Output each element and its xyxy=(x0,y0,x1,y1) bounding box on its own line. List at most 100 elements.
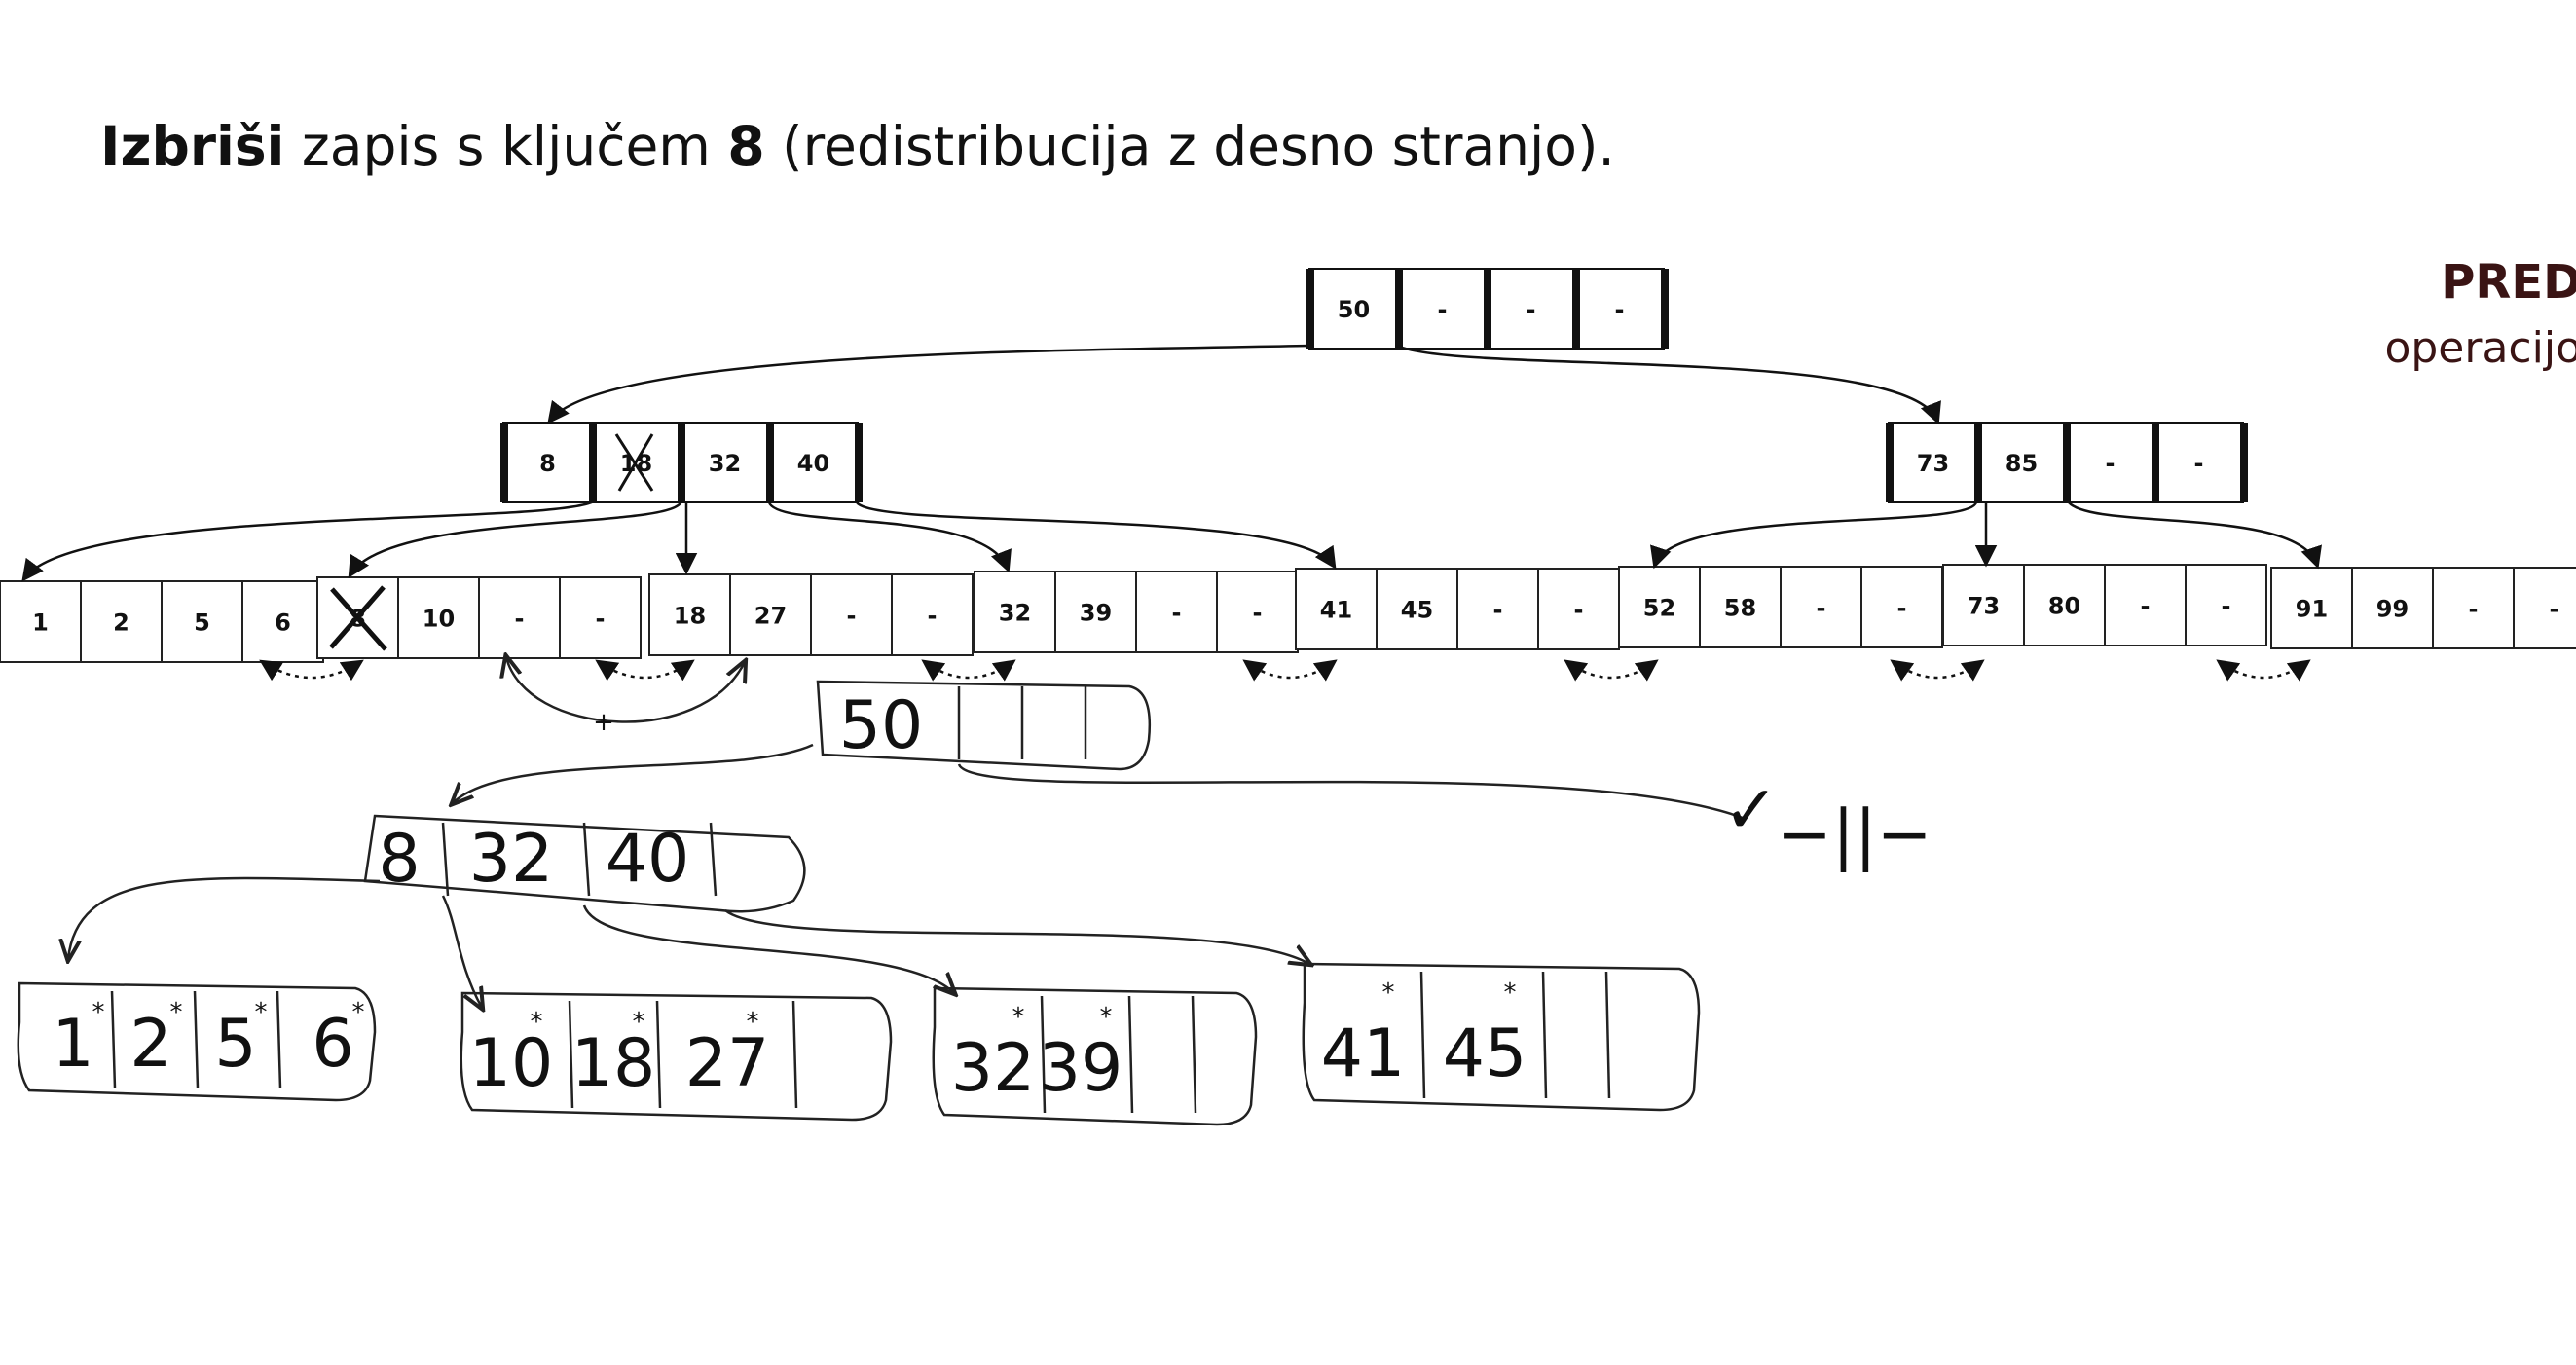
handwritten-leaf-node-2: 10*18*27* xyxy=(460,991,893,1122)
leaf-node-4-key: 39 xyxy=(1080,600,1112,627)
leaf-node-4-key: - xyxy=(1253,600,1263,627)
tree-pointer-arrow xyxy=(1650,501,1978,570)
internal-node-1-pointer-bar xyxy=(678,423,685,502)
record-pointer-star: * xyxy=(747,1008,759,1037)
internal-node-2-cell xyxy=(1976,422,2067,503)
internal-node-2-pointer-bar xyxy=(2240,423,2248,502)
root-node: 50 - - - xyxy=(1306,268,1669,350)
root-node-key: - xyxy=(1527,296,1536,323)
leaf-node-2-key: - xyxy=(515,606,525,633)
internal-node-2-pointer-bar xyxy=(2063,423,2071,502)
handwritten-divider xyxy=(1604,971,1611,1099)
handwritten-leaf-key: 1 xyxy=(52,1006,93,1083)
cross-out-mark xyxy=(329,585,387,651)
heading-verb: Izbriši xyxy=(100,115,285,177)
handwritten-leaf-outline xyxy=(932,986,1258,1126)
handwritten-leaf-key: 32 xyxy=(951,1030,1036,1107)
leaf-node-6-cell xyxy=(1860,566,1943,648)
redistribution-arc xyxy=(506,657,745,723)
root-node-pointer-bar xyxy=(1306,269,1314,349)
leaf-node-1-cell xyxy=(80,580,163,663)
leaf-node-8-key: 91 xyxy=(2296,596,2328,623)
record-pointer-star: * xyxy=(92,998,105,1027)
handwritten-divider xyxy=(791,1000,798,1109)
leaf-node-1-key: 1 xyxy=(32,609,49,637)
leaf-node-2-key: 10 xyxy=(423,606,455,633)
heading-key: 8 xyxy=(727,115,765,177)
sibling-link-arrow xyxy=(921,659,1016,682)
leaf-node-2-cell xyxy=(559,576,642,659)
handwritten-divider xyxy=(568,1000,574,1109)
handwritten-divider xyxy=(276,990,282,1089)
handwritten-root-outline xyxy=(816,680,1151,771)
handwritten-divider xyxy=(1541,971,1548,1099)
leaf-node-3-key: 18 xyxy=(674,603,706,630)
sibling-link-arrow xyxy=(595,659,695,682)
root-node-pointer-bar xyxy=(1572,269,1580,349)
internal-node-2-cell xyxy=(1888,422,1978,503)
leaf-node-3-cell xyxy=(729,573,812,656)
leaf-node-5-cell xyxy=(1295,568,1378,650)
root-node-key: 50 xyxy=(1338,296,1370,323)
handwritten-leaf-node-3: 32*39* xyxy=(932,986,1258,1126)
handwritten-divider xyxy=(441,822,450,897)
internal-node-1-pointer-bar xyxy=(500,423,508,502)
leaf-node-4-cell xyxy=(1216,571,1299,653)
leaf-node-8-key: - xyxy=(2550,596,2559,623)
handwritten-leaf-node-4: 41*45* xyxy=(1302,962,1701,1112)
internal-node-2-pointer-bar xyxy=(2152,423,2159,502)
internal-node-1-key: 40 xyxy=(797,450,829,477)
internal-node-1-key: 8 xyxy=(539,450,556,477)
leaf-node-2-cell xyxy=(397,576,480,659)
handwritten-divider xyxy=(1191,995,1197,1114)
internal-node-2-pointer-bar xyxy=(1886,423,1894,502)
sibling-link-arrow xyxy=(1242,659,1338,682)
cross-out-mark xyxy=(614,433,654,492)
leaf-node-8-key: - xyxy=(2469,596,2479,623)
leaf-node-4-cell xyxy=(1054,571,1137,653)
leaf-node-7-key: - xyxy=(2141,593,2151,620)
internal-node-2-pointer-bar xyxy=(1974,423,1982,502)
leaf-node-3-cell xyxy=(648,573,731,656)
internal-node-1-pointer-bar xyxy=(589,423,597,502)
leaf-node-6-key: - xyxy=(1817,595,1826,622)
handwritten-internal-key: 40 xyxy=(606,821,690,898)
leaf-node-7-cell xyxy=(2104,564,2187,646)
leaf-node-1-cell xyxy=(161,580,243,663)
task-heading: Izbriši zapis s ključem 8 (redistribucij… xyxy=(100,115,1615,177)
handwritten-pointer-arrow xyxy=(68,876,381,959)
root-node-key: - xyxy=(1615,296,1625,323)
internal-node-2-cell xyxy=(2153,422,2244,503)
check-mark: ✓ xyxy=(1723,772,1779,849)
leaf-node-5-key: - xyxy=(1574,597,1584,624)
handwritten-root-key: 50 xyxy=(839,687,924,764)
leaf-node-4-key: 32 xyxy=(999,600,1031,627)
leaf-node-6-key: 58 xyxy=(1724,595,1756,622)
leaf-node-7-cell xyxy=(2185,564,2267,646)
leaf-node-8-cell xyxy=(2432,567,2515,649)
internal-node-2-key: 85 xyxy=(2006,450,2038,477)
handwritten-pointer-arrow xyxy=(453,743,814,803)
sibling-link-arrow xyxy=(1890,659,1985,682)
sibling-link-arrow xyxy=(2216,659,2311,682)
handwritten-leaf-key: 2 xyxy=(129,1006,171,1083)
root-node-key: - xyxy=(1438,296,1448,323)
tree-pointer-arrow xyxy=(21,499,595,582)
leaf-node-5-key: - xyxy=(1493,597,1503,624)
leaf-node-7-key: 73 xyxy=(1968,593,2000,620)
side-title: PRED xyxy=(2441,255,2576,310)
tree-pointer-arrow xyxy=(2068,501,2322,570)
heading-middle: zapis s ključem xyxy=(284,115,728,177)
record-pointer-star: * xyxy=(1382,978,1395,1008)
internal-node-1-pointer-bar xyxy=(855,423,863,502)
record-pointer-star: * xyxy=(531,1008,543,1037)
leaf-node-8-cell xyxy=(2270,567,2353,649)
handwritten-divider xyxy=(582,822,591,897)
record-pointer-star: * xyxy=(352,998,365,1027)
